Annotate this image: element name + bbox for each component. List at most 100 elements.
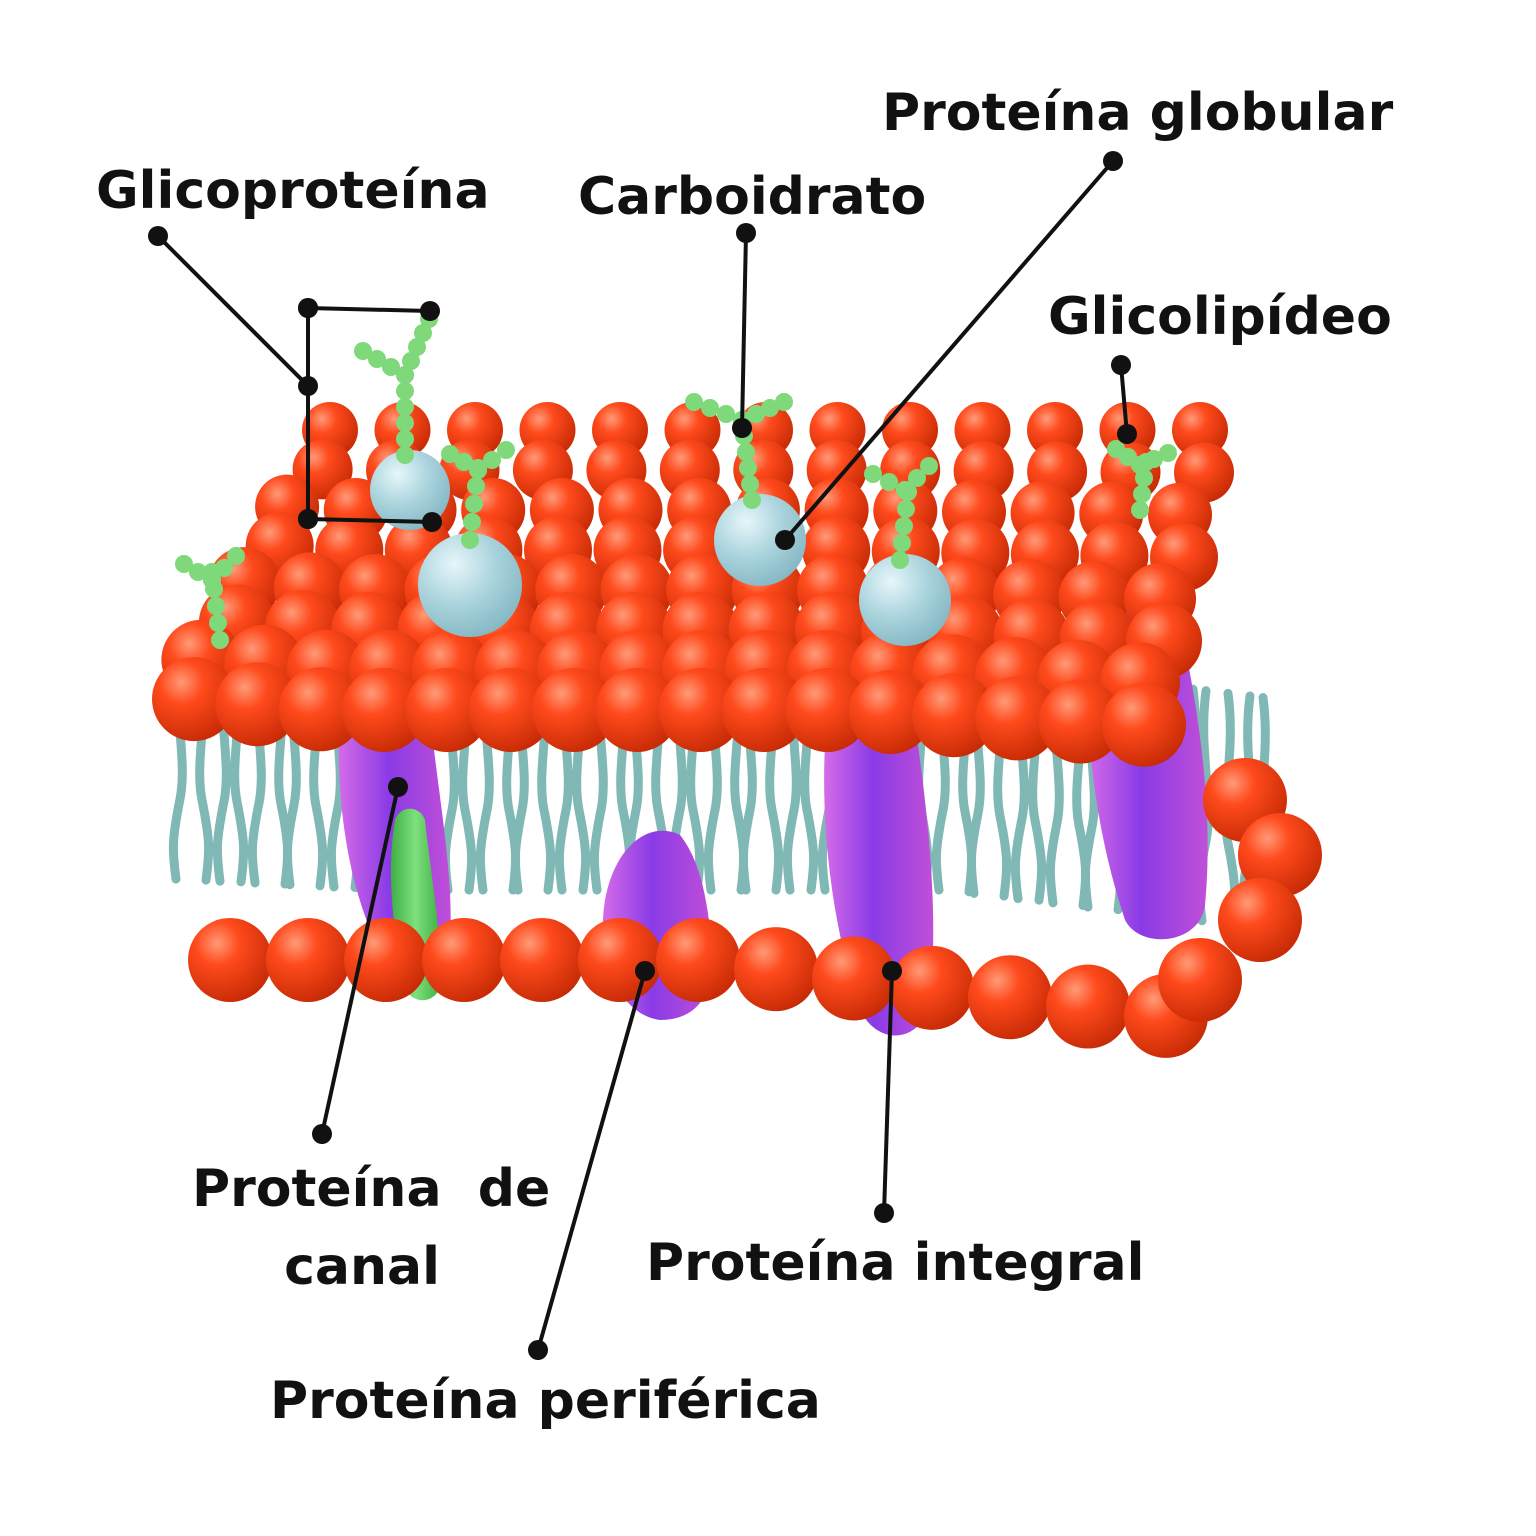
carbohydrate-bead bbox=[896, 481, 914, 499]
phospholipid-head bbox=[848, 670, 933, 754]
leader-lines bbox=[148, 151, 1137, 1360]
carbohydrate-bead bbox=[1159, 444, 1177, 462]
carbohydrate-bead bbox=[775, 393, 793, 411]
upper-phospholipid-layer bbox=[152, 402, 1234, 767]
carbohydrate-bead bbox=[354, 342, 372, 360]
phospholipid-head bbox=[912, 673, 996, 758]
label-proteina-integral: Proteína integral bbox=[646, 1233, 1145, 1293]
leader-line bbox=[307, 517, 433, 524]
phospholipid-head bbox=[152, 657, 236, 742]
phospholipid-head bbox=[975, 676, 1060, 761]
carbohydrate-bead bbox=[382, 358, 400, 376]
carbohydrate-bead bbox=[396, 382, 414, 400]
carbohydrate-bead bbox=[368, 350, 386, 368]
label-proteina-de-canal-line2: canal bbox=[284, 1237, 440, 1297]
globular-proteins bbox=[370, 450, 951, 646]
phospholipid-head bbox=[1046, 964, 1130, 1049]
carbohydrate-bead bbox=[209, 614, 227, 632]
carbohydrate-bead bbox=[461, 531, 479, 549]
carbohydrate-bead bbox=[441, 445, 459, 463]
label-proteina-globular: Proteína globular bbox=[882, 83, 1394, 143]
carbohydrate-bead bbox=[455, 453, 473, 471]
leader-dot bbox=[528, 1340, 548, 1360]
leader-line bbox=[783, 159, 1115, 542]
carbohydrate-bead bbox=[203, 571, 221, 589]
leader-dot bbox=[1111, 355, 1131, 375]
phospholipid-head bbox=[1158, 938, 1242, 1022]
leader-dot bbox=[388, 777, 408, 797]
carbohydrate-bead bbox=[465, 495, 483, 513]
carbohydrate-bead bbox=[189, 563, 207, 581]
globular-protein bbox=[859, 554, 951, 646]
phospholipid-head bbox=[812, 936, 896, 1021]
globular-protein bbox=[370, 450, 450, 530]
carbohydrate-bead bbox=[880, 473, 898, 491]
label-carboidrato: Carboidrato bbox=[578, 167, 927, 227]
carbohydrate-bead bbox=[739, 459, 757, 477]
carbohydrate-bead bbox=[483, 451, 501, 469]
leader-dot bbox=[312, 1124, 332, 1144]
carbohydrate-bead bbox=[467, 477, 485, 495]
phospholipid-head bbox=[278, 667, 363, 752]
carbohydrate-bead bbox=[743, 491, 761, 509]
carbohydrate-bead bbox=[1107, 440, 1125, 458]
leader-line bbox=[1119, 364, 1129, 435]
carbohydrate-bead bbox=[864, 465, 882, 483]
label-proteina-de-canal: Proteína de canal bbox=[192, 1150, 551, 1306]
carbohydrate-bead bbox=[408, 338, 426, 356]
carbohydrate-bead bbox=[893, 534, 911, 552]
carbohydrate-bead bbox=[761, 399, 779, 417]
carbohydrate-bead bbox=[747, 405, 765, 423]
phospholipid-head bbox=[890, 945, 974, 1030]
carbohydrate-bead bbox=[207, 597, 225, 615]
phospholipid-head bbox=[344, 918, 428, 1002]
phospholipid-head bbox=[785, 668, 870, 752]
carbohydrate-bead bbox=[701, 399, 719, 417]
carbohydrate-bead bbox=[469, 461, 487, 479]
label-proteina-periferica: Proteína periférica bbox=[270, 1371, 821, 1431]
carbohydrate-bead bbox=[463, 513, 481, 531]
carbohydrate-bead bbox=[1133, 485, 1151, 503]
phospholipid-head bbox=[658, 668, 743, 752]
globular-protein bbox=[418, 533, 522, 637]
carbohydrate-bead bbox=[396, 366, 414, 384]
carbohydrate-bead bbox=[908, 469, 926, 487]
carbohydrate-bead bbox=[396, 446, 414, 464]
leader-dot bbox=[420, 301, 440, 321]
leader-line bbox=[320, 786, 400, 1135]
label-glicolipideo: Glicolipídeo bbox=[1048, 287, 1392, 347]
phospholipid-head bbox=[722, 668, 806, 752]
leader-dot bbox=[882, 961, 902, 981]
phospholipid-head bbox=[1238, 813, 1322, 897]
phospholipid-head bbox=[1102, 682, 1186, 767]
phospholipid-head bbox=[578, 918, 662, 1002]
leader-line bbox=[536, 970, 647, 1351]
carbohydrate-chains bbox=[175, 310, 1177, 649]
phospholipid-head bbox=[342, 668, 426, 752]
phospholipid-head bbox=[266, 918, 350, 1002]
carbohydrate-bead bbox=[175, 555, 193, 573]
leader-dot bbox=[422, 512, 442, 532]
label-proteina-de-canal-line1: Proteína de bbox=[192, 1159, 551, 1219]
carbohydrate-bead bbox=[402, 352, 420, 370]
leader-dot bbox=[1103, 151, 1123, 171]
phospholipid-head bbox=[656, 918, 740, 1002]
phospholipid-head bbox=[532, 668, 616, 752]
leader-dot bbox=[775, 530, 795, 550]
phospholipid-head bbox=[968, 955, 1052, 1040]
phospholipid-head bbox=[422, 918, 506, 1002]
phospholipid-head bbox=[734, 927, 818, 1012]
carbohydrate-bead bbox=[897, 500, 915, 518]
carbohydrate-bead bbox=[414, 324, 432, 342]
phospholipid-head bbox=[500, 918, 584, 1002]
leader-dot bbox=[874, 1203, 894, 1223]
carbohydrate-bead bbox=[895, 517, 913, 535]
leader-dot bbox=[635, 961, 655, 981]
leader-dot bbox=[736, 223, 756, 243]
carbohydrate-bead bbox=[396, 430, 414, 448]
carbohydrate-bead bbox=[685, 393, 703, 411]
phospholipid-head bbox=[595, 668, 680, 752]
carbohydrate-bead bbox=[1145, 450, 1163, 468]
